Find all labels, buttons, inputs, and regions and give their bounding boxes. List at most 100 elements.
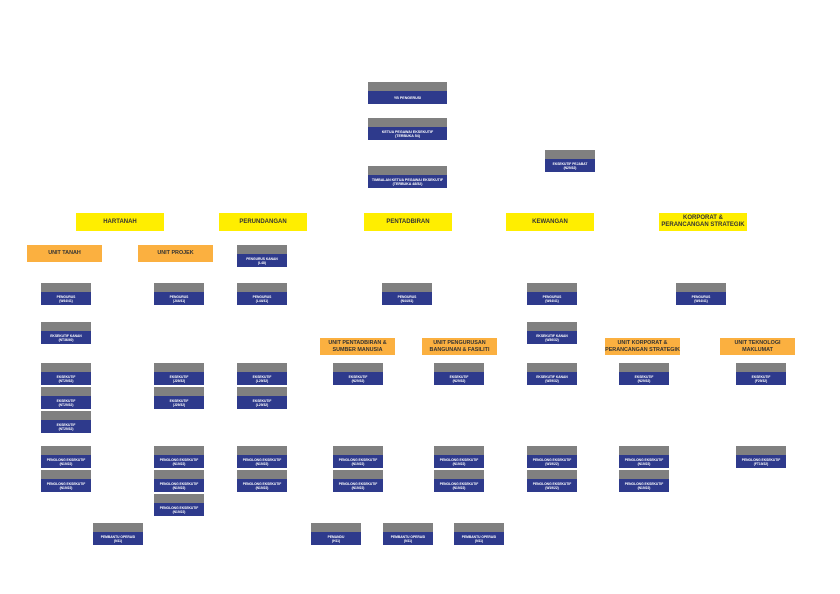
position-body: EKSEKUTIF KANAN(NT36/40) <box>41 331 91 344</box>
position-title: PENOLONG EKSEKUTIF <box>741 457 781 462</box>
position-header <box>454 523 504 532</box>
position-projek-pengurus: PENGURUS(J44/41) <box>154 283 204 305</box>
position-title: EKSEKUTIF <box>169 398 189 403</box>
position-title: EKSEKUTIF <box>252 374 272 379</box>
position-grade: (F29/32) <box>754 378 768 383</box>
position-tanah-ek2: EKSEKUTIF(NT29/32) <box>41 387 91 409</box>
position-korporat-ek: EKSEKUTIF(N29/32) <box>619 363 669 385</box>
position-header <box>527 363 577 372</box>
position-body: EKSEKUTIF(NT29/32) <box>41 372 91 385</box>
position-pbf-pe2: PENOLONG EKSEKUTIF(N19/22) <box>434 470 484 492</box>
department-label: KEWANGAN <box>532 218 568 225</box>
position-title: PENOLONG EKSEKUTIF <box>159 457 199 462</box>
position-grade: (N29/32) <box>637 378 651 383</box>
position-grade: (N19/22) <box>351 461 365 466</box>
position-chairman: YB PENGERUSI <box>368 82 447 104</box>
position-grade: (W44/41) <box>59 298 73 303</box>
position-header <box>736 363 786 372</box>
position-title: PENGURUS KANAN <box>246 256 278 261</box>
position-grade: (N29/32) <box>351 378 365 383</box>
department-label: HARTANAH <box>103 218 137 225</box>
unit-label: UNIT PROJEK <box>157 250 194 257</box>
position-header <box>311 523 361 532</box>
position-pbf-ek: EKSEKUTIF(N29/32) <box>434 363 484 385</box>
position-grade: (L29/32) <box>255 402 269 407</box>
position-header <box>527 283 577 292</box>
position-pemandu: PEMANDU(H11) <box>311 523 361 545</box>
position-pbf-pe1: PENOLONG EKSEKUTIF(N19/22) <box>434 446 484 468</box>
position-office-exec: EKSEKUTIF PEJABAT(N29/32) <box>545 150 595 172</box>
position-body: PEMANDU(H11) <box>311 532 361 545</box>
position-body: PENGURUS(W44/41) <box>41 292 91 305</box>
position-pk-l48: PENGURUS KANAN(L48) <box>237 245 287 267</box>
position-grade: (N19/22) <box>172 461 186 466</box>
position-header <box>41 322 91 331</box>
position-kewangan-pe1: PENOLONG EKSEKUTIF(W19/22) <box>527 446 577 468</box>
position-title: EKSEKUTIF <box>449 374 469 379</box>
position-title: PENGURUS <box>397 294 417 299</box>
position-grade: (N11) <box>113 538 123 543</box>
position-it-ek: EKSEKUTIF(F29/32) <box>736 363 786 385</box>
position-grade: (NT29/32) <box>58 426 74 431</box>
position-grade: (H11) <box>331 538 341 543</box>
position-ceo: KETUA PEGAWAI EKSEKUTIF(TERBUKA 54) <box>368 118 447 140</box>
position-header <box>154 283 204 292</box>
position-header <box>41 363 91 372</box>
position-title: PEMBANTU OPERASI <box>461 534 497 539</box>
position-body: PEMBANTU OPERASI(N11) <box>383 532 433 545</box>
position-body: PENOLONG EKSEKUTIF(N19/22) <box>154 455 204 468</box>
position-header <box>619 470 669 479</box>
position-header <box>237 470 287 479</box>
position-title: PENOLONG EKSEKUTIF <box>532 481 572 486</box>
position-body: EKSEKUTIF KANAN(W29/32) <box>527 372 577 385</box>
position-grade: (N19/22) <box>637 485 651 490</box>
position-grade: (N11) <box>403 538 413 543</box>
position-body: PENOLONG EKSEKUTIF(W19/22) <box>527 455 577 468</box>
position-grade: (NT29/32) <box>58 402 74 407</box>
unit-korporat-perancangan: UNIT KORPORAT & PERANCANGAN STRATEGIK <box>605 338 680 355</box>
position-grade: (W44/41) <box>545 298 559 303</box>
department-label: PENTADBIRAN <box>386 218 430 225</box>
position-title: EKSEKUTIF <box>56 398 76 403</box>
position-grade: (FT19/22) <box>753 461 769 466</box>
position-header <box>237 387 287 396</box>
position-header <box>333 363 383 372</box>
position-kewangan-pe2: PENOLONG EKSEKUTIF(W19/22) <box>527 470 577 492</box>
position-header <box>676 283 726 292</box>
position-body: PENOLONG EKSEKUTIF(W19/22) <box>527 479 577 492</box>
position-title: EKSEKUTIF <box>56 374 76 379</box>
position-title: PENOLONG EKSEKUTIF <box>532 457 572 462</box>
position-title: PENOLONG EKSEKUTIF <box>242 457 282 462</box>
position-grade: (N19/22) <box>59 485 73 490</box>
position-header <box>237 446 287 455</box>
position-body: PENOLONG EKSEKUTIF(N19/22) <box>434 455 484 468</box>
position-grade: (N19/22) <box>172 509 186 514</box>
position-grade: (N11) <box>474 538 484 543</box>
position-title: PENOLONG EKSEKUTIF <box>624 481 664 486</box>
position-title: PENGURUS <box>542 294 562 299</box>
position-perundangan-ek1: EKSEKUTIF(L29/32) <box>237 363 287 385</box>
position-projek-ek1: EKSEKUTIF(J29/32) <box>154 363 204 385</box>
position-grade: (N29/32) <box>563 165 577 170</box>
position-body: PENGURUS(W44/41) <box>527 292 577 305</box>
position-grade: (N19/22) <box>452 485 466 490</box>
unit-tanah: UNIT TANAH <box>27 245 102 262</box>
position-title: PENOLONG EKSEKUTIF <box>159 481 199 486</box>
position-title: EKSEKUTIF <box>634 374 654 379</box>
position-title: PENGURUS <box>252 294 272 299</box>
position-tanah-ek-kanan: EKSEKUTIF KANAN(NT36/40) <box>41 322 91 344</box>
position-body: PENOLONG EKSEKUTIF(N19/22) <box>41 455 91 468</box>
position-header <box>41 387 91 396</box>
position-header <box>41 411 91 420</box>
position-body: PEMBANTU OPERASI(N11) <box>93 532 143 545</box>
position-header <box>237 245 287 254</box>
department-korporat: KORPORAT & PERANCANGAN STRATEGIK <box>659 213 747 231</box>
position-body: PENOLONG EKSEKUTIF(N19/22) <box>154 503 204 516</box>
position-grade: (J29/32) <box>172 378 186 383</box>
department-perundangan: PERUNDANGAN <box>219 213 307 231</box>
position-projek-po: PEMBANTU OPERASI(N11) <box>93 523 143 545</box>
position-header <box>41 470 91 479</box>
position-tanah-pe1: PENOLONG EKSEKUTIF(N19/22) <box>41 446 91 468</box>
position-header <box>382 283 432 292</box>
